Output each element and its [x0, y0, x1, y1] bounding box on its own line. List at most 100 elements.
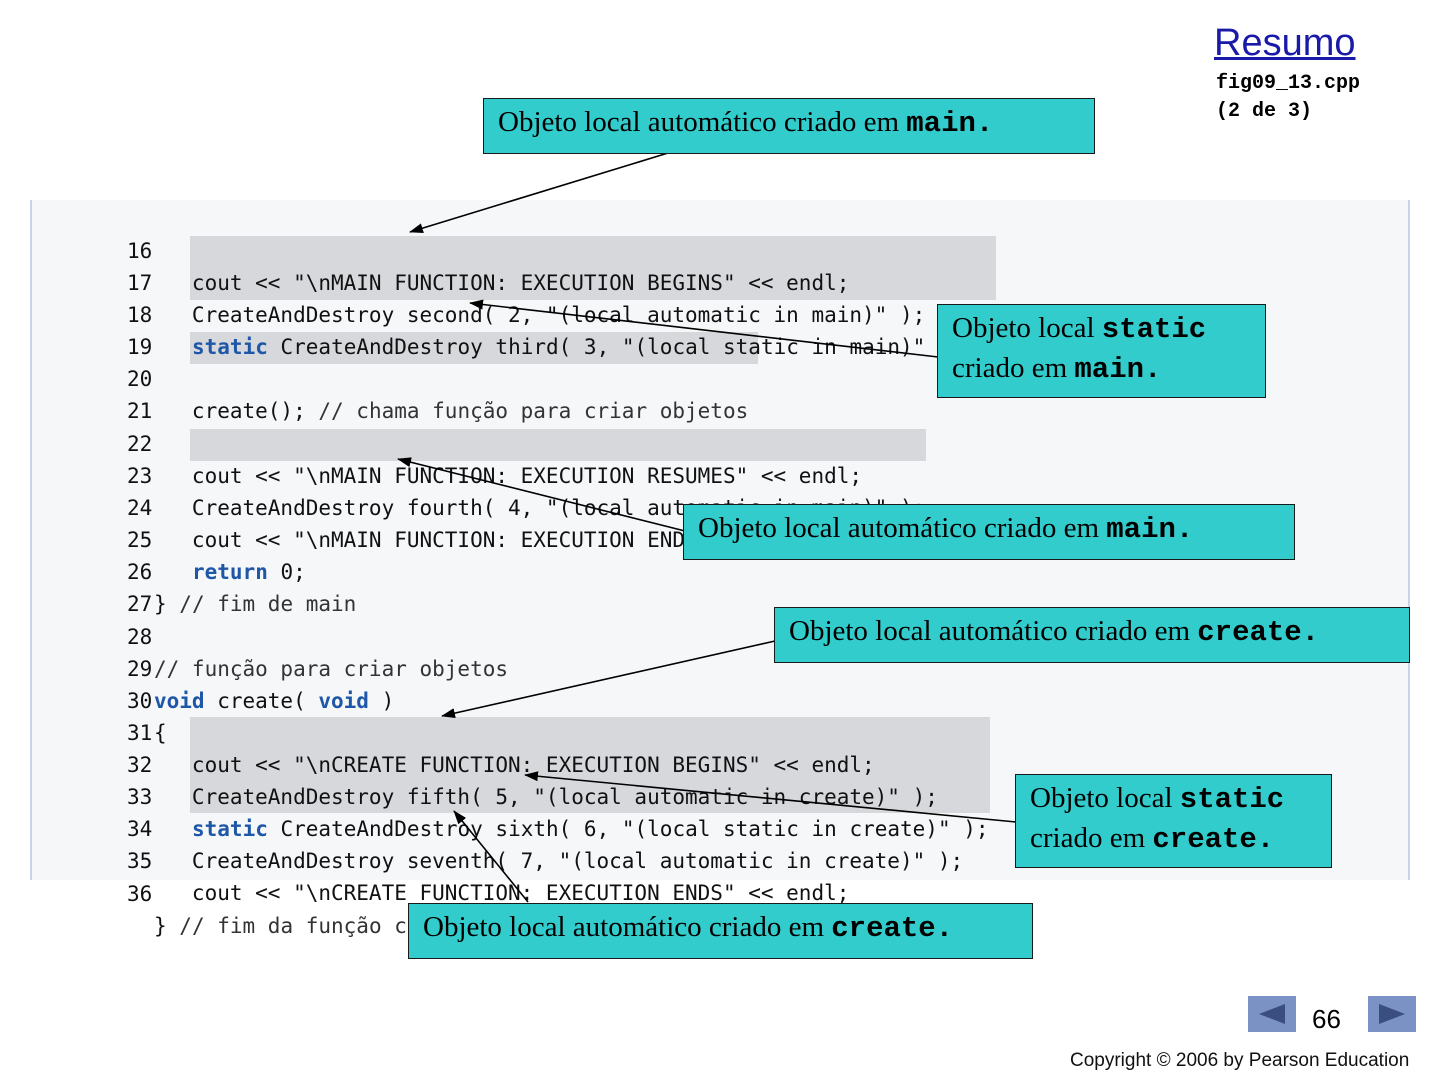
line-number: 19: [127, 335, 153, 359]
code-text: CreateAndDestroy fifth( 5, "(local autom…: [154, 785, 938, 809]
code-line: 36 } // fim da função create: [32, 846, 470, 938]
code-comment: // chama função para criar objetos: [318, 399, 749, 423]
file-info: fig09_13.cpp (2 de 3): [1216, 70, 1360, 126]
keyword: void: [154, 689, 205, 713]
page-number: 66: [1312, 1004, 1341, 1034]
callout-code: main.: [906, 107, 994, 140]
callout-code: main.: [1074, 353, 1162, 386]
callout-text: Objeto local automático criado em: [789, 615, 1198, 647]
callout-automatic-main-2: Objeto local automático criado em main.: [683, 504, 1295, 560]
resumo-link[interactable]: Resumo: [1214, 22, 1356, 64]
line-number: 35: [127, 849, 153, 873]
code-line: 31 cout << "\nCREATE FUNCTION: EXECUTION…: [32, 685, 875, 777]
code-line: 25 return 0;: [32, 492, 306, 584]
code-line: 19: [32, 299, 152, 359]
callout-text: Objeto local automático criado em: [498, 106, 907, 138]
code-line: 21: [32, 363, 152, 423]
line-number: 33: [127, 785, 153, 809]
code-line: 23 CreateAndDestroy fourth( 4, "(local a…: [32, 428, 925, 520]
keyword: return: [192, 560, 268, 584]
line-number: 23: [127, 464, 153, 488]
next-slide-button[interactable]: [1368, 996, 1416, 1032]
code-line: 29 void create( void ): [32, 621, 394, 713]
line-number: 20: [127, 367, 153, 391]
callout-text: Objeto local automático criado em: [423, 911, 832, 943]
callout-automatic-create-1: Objeto local automático criado em create…: [774, 607, 1410, 663]
code-line: 35 cout << "\nCREATE FUNCTION: EXECUTION…: [32, 813, 849, 905]
line-number: 26: [127, 560, 153, 584]
code-line: 26 } // fim de main: [32, 524, 356, 616]
keyword: static: [192, 817, 268, 841]
callout-automatic-main-1: Objeto local automático criado em main.: [483, 98, 1095, 154]
callout-text: Objeto local automático criado em: [698, 512, 1107, 544]
file-name: fig09_13.cpp: [1216, 72, 1361, 95]
code-text: }: [154, 592, 180, 616]
line-number: 25: [127, 528, 153, 552]
code-text: create(: [204, 689, 319, 713]
callout-code: main.: [1106, 513, 1194, 546]
code-text: cout << "\nMAIN FUNCTION: EXECUTION RESU…: [154, 464, 863, 488]
line-number: 27: [127, 592, 153, 616]
line-number: 17: [127, 271, 153, 295]
code-line: 30 {: [32, 653, 167, 745]
code-line: 27: [32, 556, 152, 616]
line-number: 24: [127, 496, 153, 520]
line-number: 21: [127, 399, 153, 423]
callout-static-create: Objeto local static criado em create.: [1015, 774, 1332, 868]
callout-text: Objeto local: [952, 312, 1102, 344]
line-number: 22: [127, 432, 153, 456]
left-arrow-icon: [1259, 1004, 1285, 1024]
code-line: 33 static CreateAndDestroy sixth( 6, "(l…: [32, 749, 989, 841]
code-text: cout << "\nCREATE FUNCTION: EXECUTION BE…: [154, 753, 875, 777]
line-number: 16: [127, 239, 153, 263]
line-number: 32: [127, 753, 153, 777]
code-text: CreateAndDestroy third( 3, "(local stati…: [267, 335, 964, 359]
line-number: 34: [127, 817, 153, 841]
right-arrow-icon: [1379, 1004, 1405, 1024]
code-line: 28 // função para criar objetos: [32, 589, 508, 681]
highlight-line-18: [190, 268, 996, 300]
highlight-line-17: [190, 236, 996, 268]
keyword: static: [192, 335, 268, 359]
code-line: 16 cout << "\nMAIN FUNCTION: EXECUTION B…: [32, 203, 849, 295]
line-number: 18: [127, 303, 153, 327]
line-number: 28: [127, 625, 153, 649]
code-text: CreateAndDestroy second( 2, "(local auto…: [154, 303, 926, 327]
code-text: create();: [154, 399, 319, 423]
code-text: }: [154, 914, 180, 938]
code-comment: // função para criar objetos: [154, 657, 509, 681]
code-comment: // fim de main: [179, 592, 357, 616]
file-part: (2 de 3): [1216, 100, 1313, 123]
callout-text: criado em: [1030, 822, 1153, 854]
code-line: 32 CreateAndDestroy fifth( 5, "(local au…: [32, 717, 938, 809]
callout-code: create.: [831, 912, 954, 945]
highlight-line-32: [190, 717, 990, 749]
callout-code: static: [1101, 313, 1207, 346]
code-text: CreateAndDestroy sixth( 6, "(local stati…: [267, 817, 989, 841]
prev-slide-button[interactable]: [1248, 996, 1296, 1032]
code-text: ): [368, 689, 395, 713]
code-text: cout << "\nMAIN FUNCTION: EXECUTION BEGI…: [154, 271, 850, 295]
callout-static-main: Objeto local static criado em main.: [937, 304, 1266, 398]
code-text: {: [154, 721, 167, 745]
code-text: 0;: [267, 560, 306, 584]
line-number: 30: [127, 689, 153, 713]
callout-code: create.: [1197, 616, 1320, 649]
callout-code: static: [1179, 783, 1285, 816]
highlight-line-23: [190, 429, 926, 461]
line-number: 29: [127, 657, 153, 681]
code-line: 18 static CreateAndDestroy third( 3, "(l…: [32, 267, 963, 359]
copyright-text: Copyright © 2006 by Pearson Education: [1070, 1050, 1410, 1071]
line-number: 36: [127, 882, 153, 906]
line-number: 31: [127, 721, 153, 745]
code-line: 24 cout << "\nMAIN FUNCTION: EXECUTION E…: [32, 460, 824, 552]
keyword: void: [318, 689, 369, 713]
code-line: 20 create(); // chama função para criar …: [32, 331, 748, 423]
callout-text: criado em: [952, 352, 1075, 384]
callout-text: Objeto local: [1030, 782, 1180, 814]
callout-automatic-create-2: Objeto local automático criado em create…: [408, 903, 1033, 959]
code-text: CreateAndDestroy seventh( 7, "(local aut…: [154, 849, 964, 873]
code-line: 22 cout << "\nMAIN FUNCTION: EXECUTION R…: [32, 396, 862, 488]
callout-code: create.: [1152, 823, 1275, 856]
code-line: 17 CreateAndDestroy second( 2, "(local a…: [32, 235, 925, 327]
